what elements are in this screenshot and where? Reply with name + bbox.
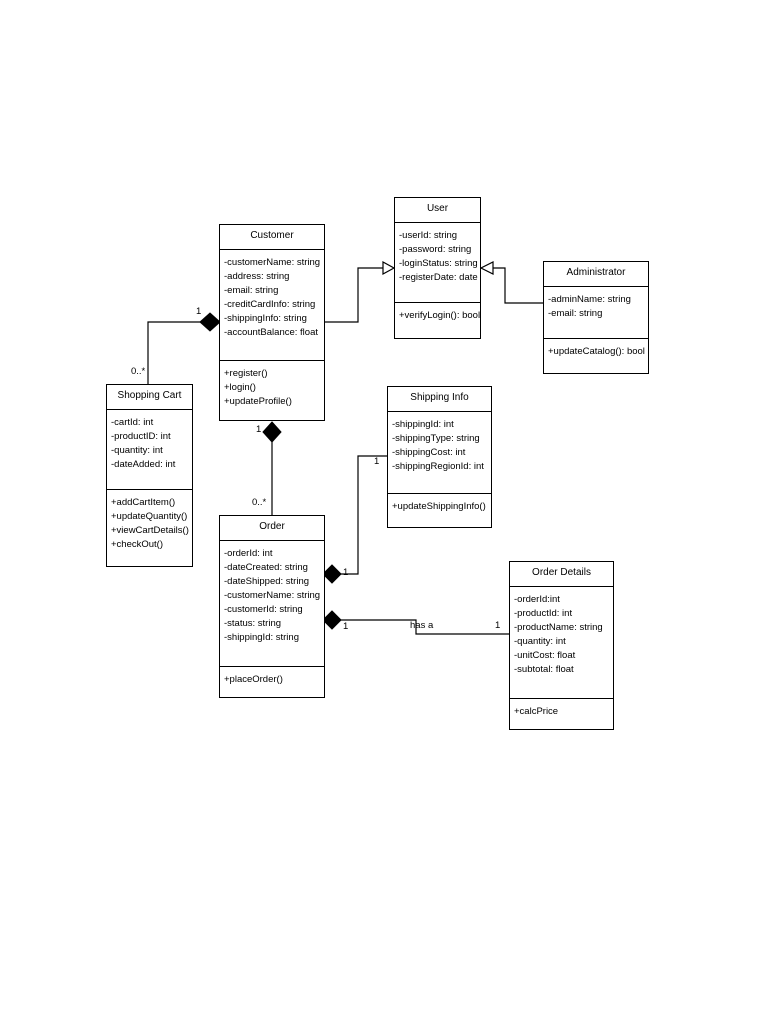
attribute: -shippingRegionId: int xyxy=(392,461,484,472)
composition-diamond-customer-order xyxy=(262,421,282,443)
class-title: Administrator xyxy=(544,262,648,287)
attribute: -unitCost: float xyxy=(514,650,576,661)
attribute: -customerName: string xyxy=(224,590,321,601)
operation: +login() xyxy=(224,382,256,393)
attribute: -shippingId: int xyxy=(392,419,454,430)
attribute: -productName: string xyxy=(514,622,603,633)
attribute: -email: string xyxy=(548,308,603,319)
attribute: -adminName: string xyxy=(548,294,631,305)
operation: +viewCartDetails() xyxy=(111,525,189,536)
attribute: -cartId: int xyxy=(111,417,154,428)
attribute: -quantity: int xyxy=(111,445,163,456)
class-title: Shipping Info xyxy=(388,387,491,412)
association-label-has-a: has a xyxy=(410,620,434,631)
class-operations: +updateCatalog(): bool xyxy=(544,339,648,359)
class-title: User xyxy=(395,198,480,223)
attribute: -accountBalance: float xyxy=(224,327,319,338)
attribute: -loginStatus: string xyxy=(399,258,478,269)
class-attributes: -orderId: int -dateCreated: string -date… xyxy=(220,541,324,667)
class-operations: +updateShippingInfo() xyxy=(388,494,491,514)
class-order-details[interactable]: Order Details -orderId:int -productId: i… xyxy=(509,561,614,730)
attribute: -customerName: string xyxy=(224,257,321,268)
operation: +updateProfile() xyxy=(224,396,292,407)
class-customer[interactable]: Customer -customerName: string -address:… xyxy=(219,224,325,421)
multiplicity-order-details-order-end: 1 xyxy=(343,621,349,632)
attribute: -creditCardInfo: string xyxy=(224,299,316,310)
class-attributes: -cartId: int -productID: int -quantity: … xyxy=(107,410,192,490)
class-operations: +calcPrice xyxy=(510,699,613,719)
attribute: -address: string xyxy=(224,271,290,282)
class-title: Shopping Cart xyxy=(107,385,192,410)
attribute: -shippingId: string xyxy=(224,632,299,643)
attribute: -dateCreated: string xyxy=(224,562,308,573)
attribute: -customerId: string xyxy=(224,604,303,615)
class-shipping-info[interactable]: Shipping Info -shippingId: int -shipping… xyxy=(387,386,492,528)
attribute: -orderId:int xyxy=(514,594,560,605)
attribute: -dateShipped: string xyxy=(224,576,310,587)
attribute: -quantity: int xyxy=(514,636,566,647)
generalization-admin-user xyxy=(493,267,543,304)
multiplicity-order-shipping-order-end: 1 xyxy=(343,567,349,578)
composition-diamond-order-shipping xyxy=(322,564,342,584)
class-operations: +register() +login() +updateProfile() xyxy=(220,361,324,409)
multiplicity-customer-order-customer-end: 1 xyxy=(256,424,262,435)
class-title: Order Details xyxy=(510,562,613,587)
composition-diamond-order-details xyxy=(322,610,342,630)
class-attributes: -orderId:int -productId: int -productNam… xyxy=(510,587,613,699)
class-operations: +verifyLogin(): bool xyxy=(395,303,480,323)
attribute: -shippingInfo: string xyxy=(224,313,307,324)
multiplicity-order-details-details-end: 1 xyxy=(495,620,501,631)
class-title: Customer xyxy=(220,225,324,250)
operation: +checkOut() xyxy=(111,539,164,550)
operation: +register() xyxy=(224,368,268,379)
operation: +updateQuantity() xyxy=(111,511,188,522)
operation: +placeOrder() xyxy=(224,674,283,685)
class-operations: +addCartItem() +updateQuantity() +viewCa… xyxy=(107,490,192,552)
composition-order-shipping xyxy=(341,455,387,575)
attribute: -email: string xyxy=(224,285,279,296)
class-user[interactable]: User -userId: string -password: string -… xyxy=(394,197,481,339)
composition-diamond-customer-cart xyxy=(199,312,221,332)
attribute: -productID: int xyxy=(111,431,171,442)
multiplicity-order-shipping-shipping-end: 1 xyxy=(374,456,380,467)
attribute: -orderId: int xyxy=(224,548,273,559)
operation: +updateShippingInfo() xyxy=(392,501,486,512)
attribute: -shippingType: string xyxy=(392,433,480,444)
attribute: -dateAdded: int xyxy=(111,459,176,470)
class-attributes: -userId: string -password: string -login… xyxy=(395,223,480,303)
multiplicity-customer-cart-customer-end: 1 xyxy=(196,306,202,317)
attribute: -productId: int xyxy=(514,608,573,619)
class-operations: +placeOrder() xyxy=(220,667,324,687)
attribute: -status: string xyxy=(224,618,282,629)
attribute: -shippingCost: int xyxy=(392,447,466,458)
attribute: -registerDate: date xyxy=(399,272,478,283)
class-attributes: -customerName: string -address: string -… xyxy=(220,250,324,361)
class-administrator[interactable]: Administrator -adminName: string -email:… xyxy=(543,261,649,374)
generalization-customer-user xyxy=(325,267,383,323)
class-attributes: -adminName: string -email: string xyxy=(544,287,648,339)
class-shopping-cart[interactable]: Shopping Cart -cartId: int -productID: i… xyxy=(106,384,193,567)
attribute: -userId: string xyxy=(399,230,458,241)
multiplicity-customer-order-order-end: 0..* xyxy=(252,497,267,508)
class-attributes: -shippingId: int -shippingType: string -… xyxy=(388,412,491,494)
generalization-arrowhead-right xyxy=(479,261,494,275)
class-order[interactable]: Order -orderId: int -dateCreated: string… xyxy=(219,515,325,698)
operation: +calcPrice xyxy=(514,706,559,717)
generalization-arrowhead-left xyxy=(382,260,396,276)
class-title: Order xyxy=(220,516,324,541)
multiplicity-customer-cart-cart-end: 0..* xyxy=(131,366,146,377)
attribute: -subtotal: float xyxy=(514,664,574,675)
operation: +updateCatalog(): bool xyxy=(548,346,645,357)
operation: +addCartItem() xyxy=(111,497,176,508)
operation: +verifyLogin(): bool xyxy=(399,310,481,321)
composition-order-details xyxy=(341,619,509,635)
composition-customer-cart xyxy=(147,321,200,384)
attribute: -password: string xyxy=(399,244,472,255)
